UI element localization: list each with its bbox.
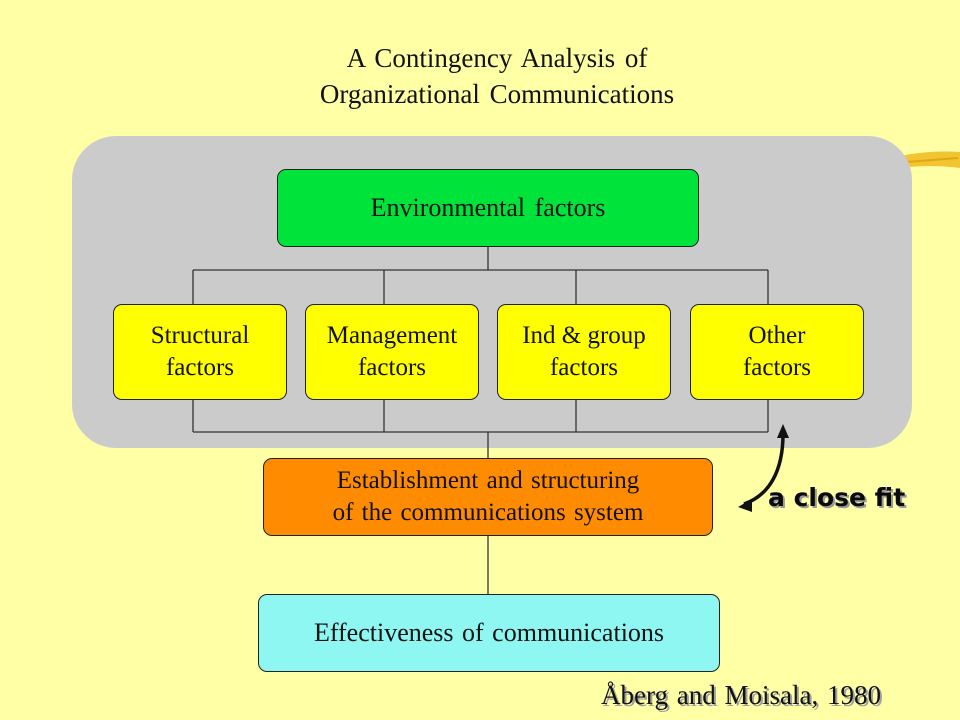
decorative-swoosh: [900, 151, 960, 168]
management-factors-box: Management factors: [305, 304, 479, 400]
factor-label-line-2: factors: [165, 354, 235, 381]
structural-factors-box: Structural factors: [113, 304, 287, 400]
factor-label-line-1: Other: [748, 322, 806, 349]
establishment-line-1: Establishment and structuring: [336, 467, 640, 494]
establishment-line-2: of the communications system: [332, 499, 644, 526]
factor-label-line-2: factors: [549, 354, 619, 381]
effectiveness-box: Effectiveness of communications: [258, 594, 720, 672]
factor-label-line-1: Structural: [150, 322, 250, 349]
ind-group-factors-box: Ind & group factors: [497, 304, 671, 400]
source-credit: Åberg and Moisala, 1980: [601, 680, 881, 710]
title-line-1: A Contingency Analysis of: [346, 43, 648, 73]
environmental-factors-box: Environmental factors: [277, 169, 699, 247]
factor-label-line-1: Ind & group: [522, 322, 646, 349]
other-factors-box: Other factors: [690, 304, 864, 400]
effectiveness-label: Effectiveness of communications: [313, 618, 665, 647]
factor-label-line-1: Management: [326, 322, 458, 349]
title-line-2: Organizational Communications: [319, 79, 675, 109]
close-fit-annotation: a close fit: [768, 483, 906, 512]
environmental-factors-label: Environmental factors: [370, 193, 606, 222]
establishment-box: Establishment and structuring of the com…: [263, 458, 713, 536]
diagram-title: A Contingency Analysis of Organizational…: [0, 40, 960, 112]
close-fit-arrow: [738, 424, 789, 512]
factor-label-line-2: factors: [357, 354, 427, 381]
factor-label-line-2: factors: [742, 354, 812, 381]
